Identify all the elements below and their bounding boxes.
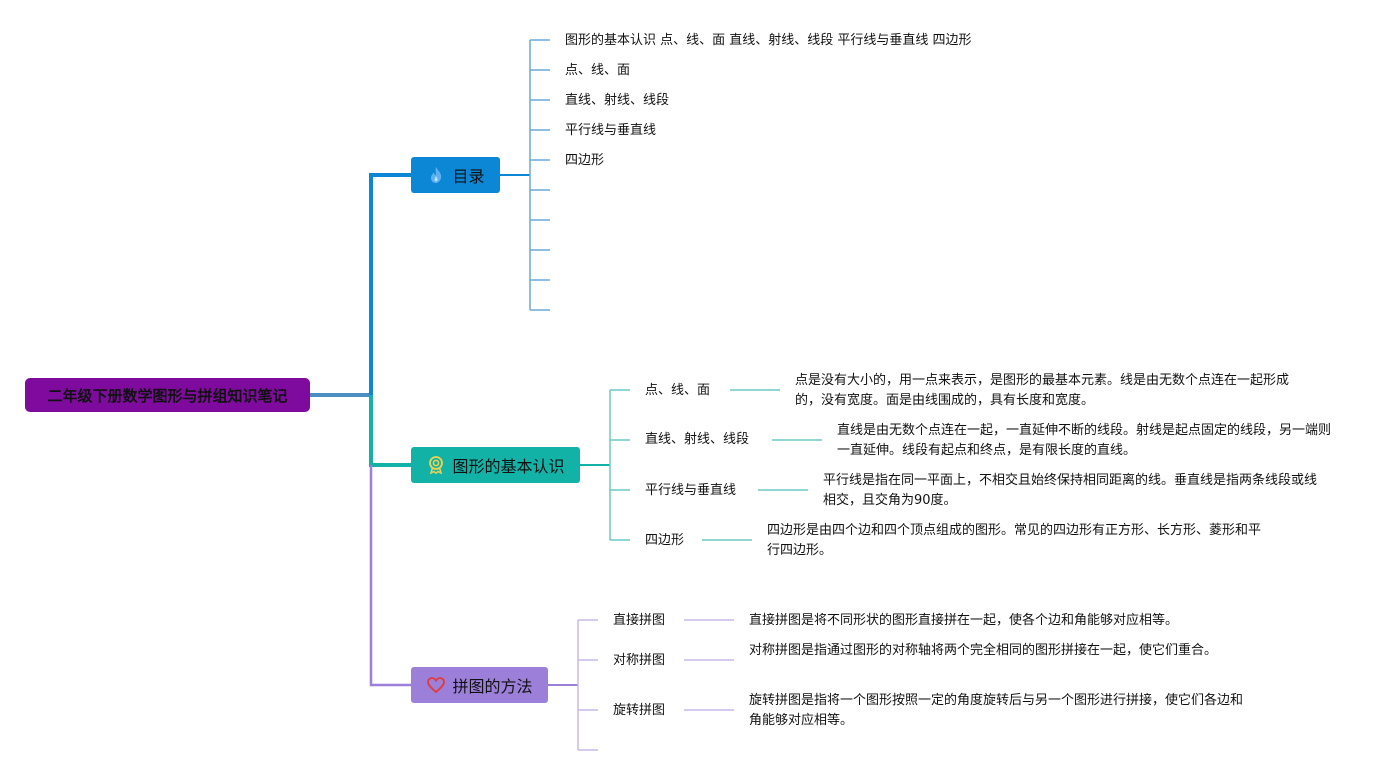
trunk-toc [369, 173, 411, 395]
methods-node[interactable]: 拼图的方法 [411, 667, 548, 703]
toc-ticks [530, 39, 550, 311]
basics-item-label[interactable]: 直线、射线、线段 [645, 432, 750, 447]
toc-item[interactable]: 平行线与垂直线 [565, 123, 657, 138]
methods-item-label[interactable]: 旋转拼图 [613, 703, 666, 718]
toc-item[interactable]: 图形的基本认识 点、线、面 直线、射线、线段 平行线与垂直线 四边形 [565, 33, 972, 48]
basics-item-desc: 平行线是指在同一平面上，不相交且始终保持相同距离的线。垂直线是指两条线段或线相交… [823, 473, 1318, 508]
basics-label: 图形的基本认识 [452, 457, 565, 476]
basics-item-desc: 直线是由无数个点连在一起，一直延伸不断的线段。射线是起点固定的线段，另一端则一直… [837, 423, 1332, 458]
methods-item-label[interactable]: 直接拼图 [613, 613, 666, 628]
root-label: 二年级下册数学图形与拼组知识笔记 [47, 386, 288, 405]
toc-item[interactable]: 四边形 [565, 153, 605, 168]
basics-item-desc: 四边形是由四个边和四个顶点组成的图形。常见的四边形有正方形、长方形、菱形和平行四… [767, 523, 1262, 558]
heart-icon [426, 675, 446, 695]
trunk-basics [369, 395, 411, 467]
methods-item-desc: 直接拼图是将不同形状的图形直接拼在一起，使各个边和角能够对应相等。 [749, 613, 1179, 628]
basics-item-label[interactable]: 四边形 [645, 533, 685, 548]
toc-item[interactable]: 直线、射线、线段 [565, 93, 670, 108]
methods-item-desc: 旋转拼图是指将一个图形按照一定的角度旋转后与另一个图形进行拼接，使它们各边和角能… [749, 693, 1244, 728]
methods-ticks [578, 619, 734, 751]
basics-item-label[interactable]: 平行线与垂直线 [645, 483, 737, 498]
flame-icon [426, 165, 446, 185]
basics-item-label[interactable]: 点、线、面 [645, 383, 711, 398]
toc-label: 目录 [452, 167, 485, 186]
toc-node[interactable]: 目录 [411, 157, 500, 193]
methods-item-desc: 对称拼图是指通过图形的对称轴将两个完全相同的图形拼接在一起，使它们重合。 [749, 643, 1218, 658]
root-node[interactable]: 二年级下册数学图形与拼组知识笔记 [25, 378, 310, 412]
badge-icon [426, 455, 446, 475]
methods-label: 拼图的方法 [452, 677, 533, 696]
methods-item-label[interactable]: 对称拼图 [613, 653, 666, 668]
trunk-methods [369, 465, 411, 687]
basics-ticks [610, 389, 822, 541]
toc-item[interactable]: 点、线、面 [565, 63, 631, 78]
basics-item-desc: 点是没有大小的，用一点来表示，是图形的最基本元素。线是由无数个点连在一起形成的，… [795, 373, 1290, 408]
basics-node[interactable]: 图形的基本认识 [411, 447, 580, 483]
